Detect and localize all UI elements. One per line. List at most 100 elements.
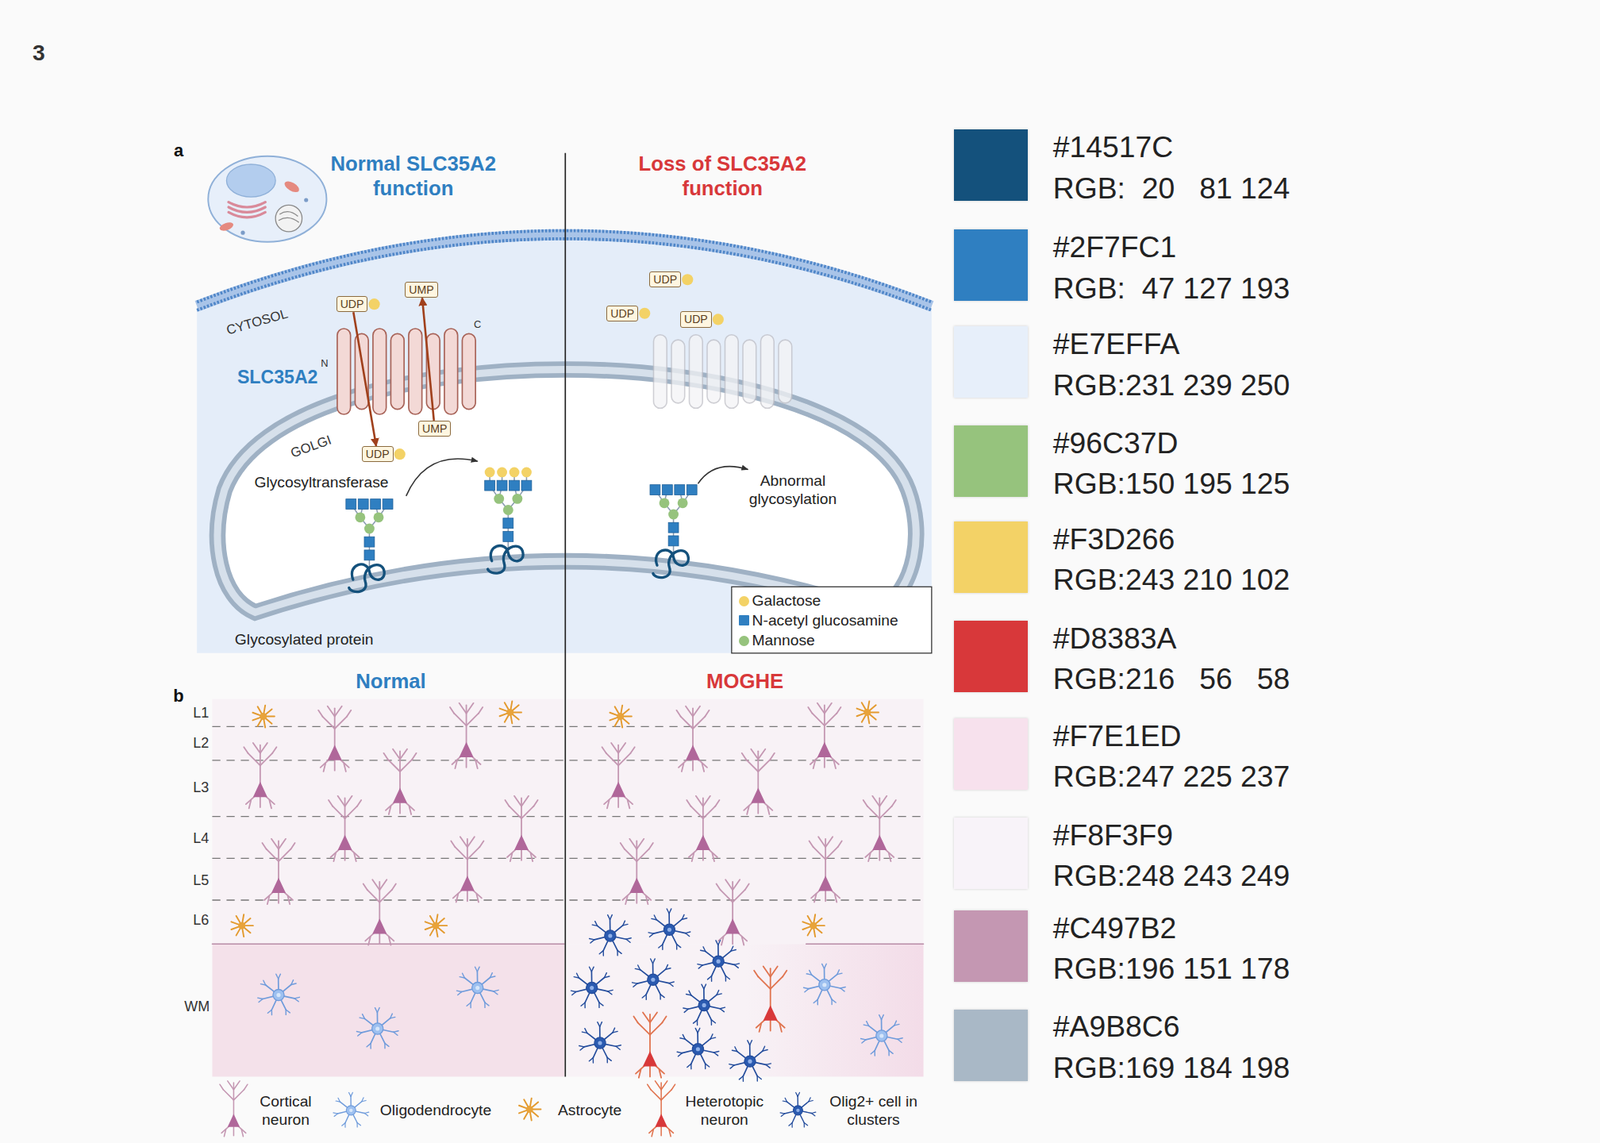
dendrite [813,846,826,859]
process-fork [591,966,594,972]
mitochondrion [218,220,235,233]
color-swatch [953,129,1028,201]
astrocyte-soma [259,712,267,720]
dendrite [399,803,401,814]
dendrite [767,806,770,815]
layer-boundary [211,726,924,727]
process-fork [711,1019,716,1024]
transmembrane-helix [761,334,775,409]
dendrite [782,970,787,977]
dendrite [400,749,408,760]
process-fork [271,1009,274,1015]
nucleotide-badge: UMP [418,420,451,437]
process-fork [719,1008,724,1012]
dendrite [392,749,400,760]
dendrite [692,760,694,771]
dendrite [696,796,704,807]
condition-title: MOGHE [706,668,784,693]
oligodendrocyte-soma [792,1105,803,1116]
galactose-dot [394,448,406,460]
process-fork [469,1002,472,1008]
dendrite [323,763,327,772]
layer-label: L5 [192,872,209,890]
color-swatch [953,1009,1028,1081]
cortical-neuron [328,796,362,862]
dendrite [661,1080,668,1090]
legend-text: #C497B2 [1053,909,1177,946]
dendrite [824,713,837,726]
oligodendrocyte [456,966,499,1008]
vesicle [275,204,302,231]
dendrite [625,896,628,904]
dendrite [750,749,758,760]
neuron-soma [654,1113,667,1127]
process-fork [661,944,664,950]
dendrite [233,1126,235,1136]
dendrite [357,800,362,807]
dendrite [770,966,778,977]
glcnac-unit [521,480,532,491]
dendrite [732,879,740,890]
rgb-value: RGB:231 239 250 [1053,366,1290,403]
process-fork [626,938,631,943]
process-fork [634,968,640,970]
process-fork [384,1042,389,1047]
dendrite [868,853,871,862]
cortical-neuron [620,838,654,904]
nucleotide-badge: UMP [404,281,438,298]
figure-number: 3 [32,39,46,67]
legend-text: #F8F3F9 [1053,816,1174,853]
cortical-neuron [807,703,841,769]
legend-text: #F3D266 [1053,520,1175,557]
legend-text: Mannose [752,631,816,650]
dendrite [244,1084,248,1090]
dendrite [627,800,631,808]
process-fork [612,1027,616,1033]
process-fork [357,1032,362,1036]
oligodendrocyte-soma [876,1030,888,1042]
process-fork [696,1019,699,1025]
neuron-soma [271,877,286,893]
process-fork [693,1019,698,1024]
olig2-cell [729,1040,772,1081]
abnormal-arrow [697,466,748,485]
glcnac-unit [496,480,508,491]
protein-fold [349,564,385,593]
process-fork [840,986,846,989]
cytosol-ground [196,234,932,654]
neuron-soma [459,742,474,758]
dendrite [379,889,392,902]
process-fork [285,1009,290,1013]
process-fork [333,1112,338,1114]
transport-arrow [353,311,377,447]
oligodendrocyte-soma [647,973,659,985]
dendrite [533,800,538,807]
dendrite [233,1089,244,1100]
dendrite [638,1069,642,1077]
dendrite [650,1022,662,1035]
dendrite [607,800,610,808]
process-fork [729,1064,735,1066]
process-fork [294,998,299,1002]
oligodendrocyte-nucleus [597,1040,602,1045]
dendrite [731,933,734,944]
terminus-label: N [320,357,328,370]
glycan-chain [650,484,697,578]
dendrite [266,849,279,862]
process-fork [603,950,605,956]
process-fork [278,973,281,979]
dendrite [757,759,770,772]
dendrite [467,836,475,847]
dendrite [888,853,892,862]
dendrite [378,933,381,944]
legend-text: #E7EFFA [1053,326,1181,362]
legend-text: N-acetyl glucosamine [752,611,899,630]
olig2-cell [570,966,613,1008]
process-fork [685,931,691,934]
process-fork [350,1092,353,1097]
dendrite [879,796,887,807]
dendrite [654,1080,662,1090]
neuron-soma [460,875,475,891]
dendrite [372,879,380,890]
transmembrane-helix [653,334,668,409]
